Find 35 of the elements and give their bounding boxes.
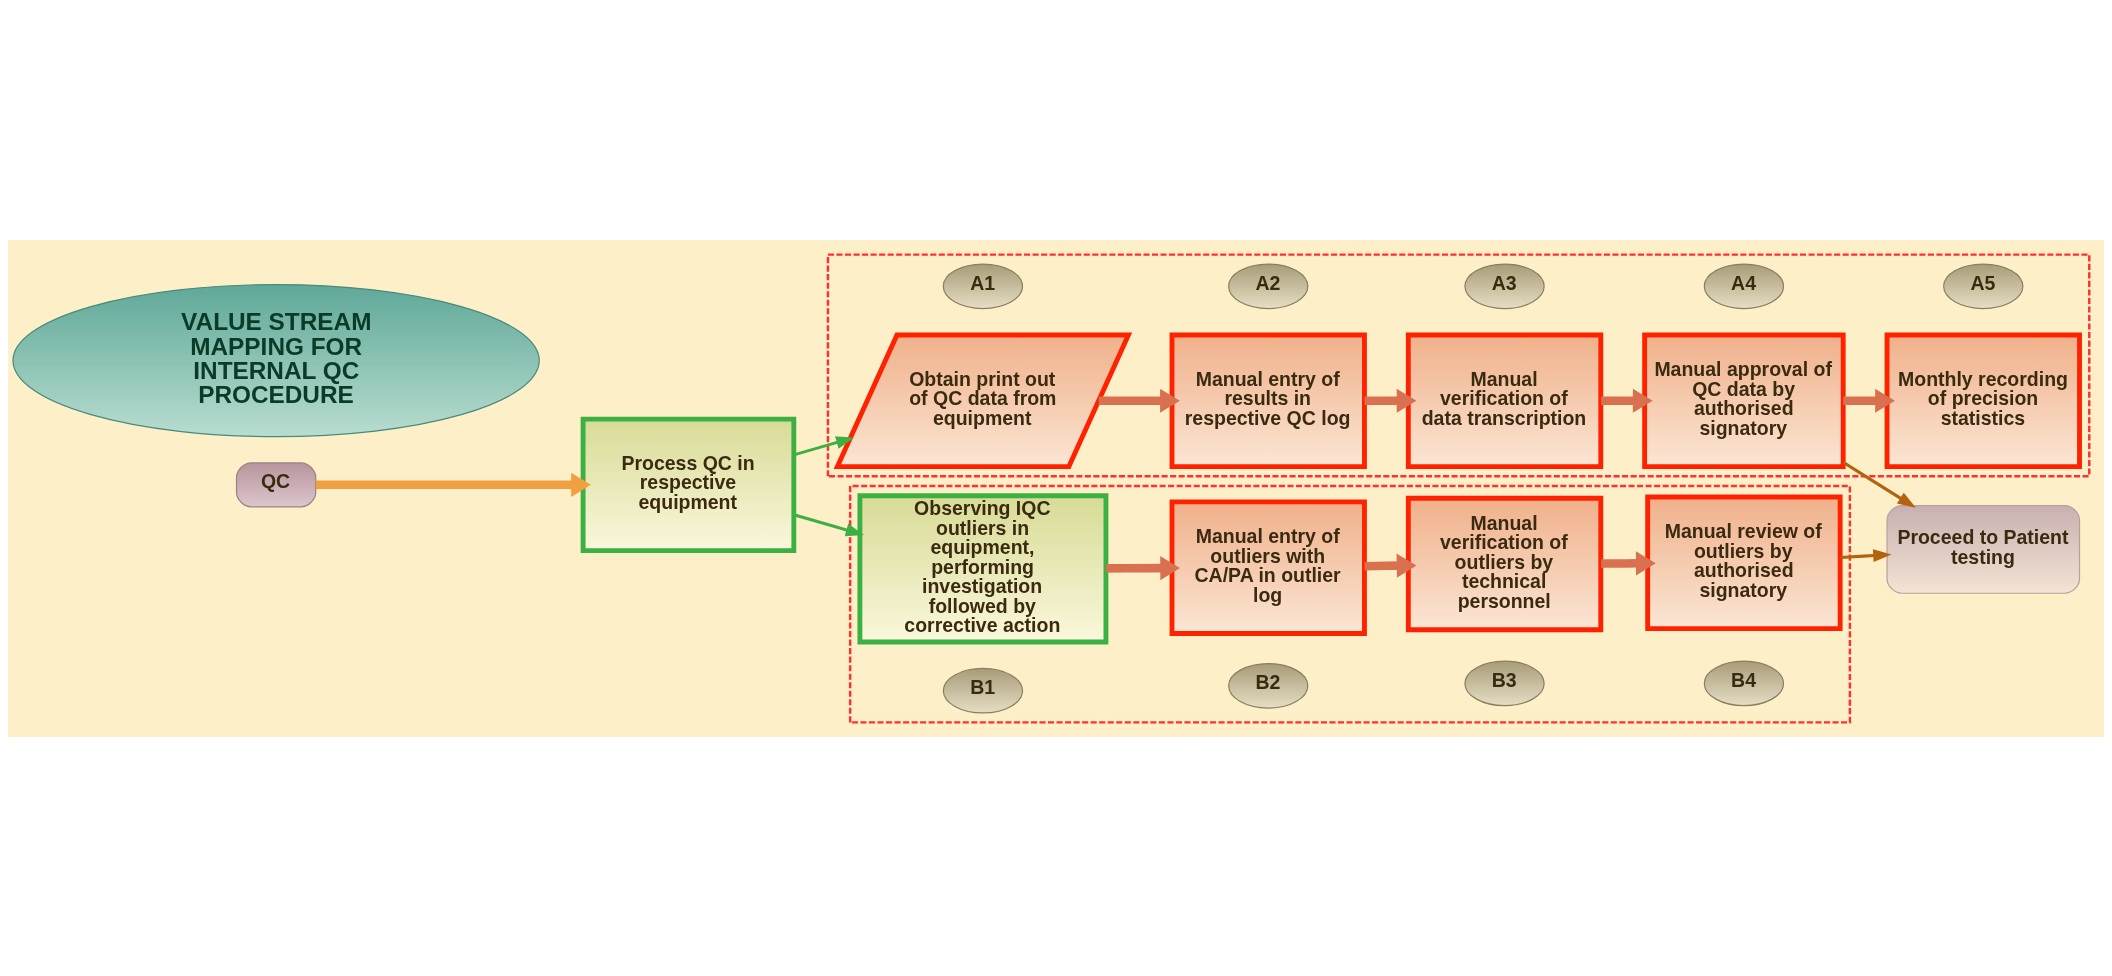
node-ellipse: A1 xyxy=(942,262,1024,309)
node-ellipse: B2 xyxy=(1228,662,1309,709)
node-ellipse: A5 xyxy=(1943,262,2024,309)
arrow xyxy=(315,472,591,497)
node-box: Manual review of outliers by authorised signatory xyxy=(1645,494,1843,631)
arrow xyxy=(1106,555,1180,580)
arrow xyxy=(1601,550,1656,575)
node-box: Manual verification of data transcription xyxy=(1405,332,1604,469)
arrow xyxy=(1601,388,1653,413)
node-ellipse: B1 xyxy=(942,667,1024,714)
node-box: Process QC in respective equipment xyxy=(580,416,797,553)
node-box: Observing IQC outliers in equipment, performing investigation followed by corrective action xyxy=(857,492,1109,644)
node-ellipse: B4 xyxy=(1703,660,1785,706)
arrow xyxy=(1364,553,1417,578)
arrow xyxy=(793,512,865,536)
node-box: QC xyxy=(235,461,317,507)
node-box: Manual approval of QC data by authorised signatory xyxy=(1642,332,1846,469)
arrow xyxy=(1843,388,1895,413)
cluster xyxy=(826,252,2091,478)
node-ellipse: B3 xyxy=(1464,660,1545,706)
arrow xyxy=(793,435,855,456)
arrow xyxy=(1098,388,1180,413)
arrow xyxy=(1840,548,1892,562)
arrow xyxy=(1364,388,1417,413)
node-ellipse: A3 xyxy=(1464,262,1545,309)
node-box: Manual verification of outliers by technical personnel xyxy=(1405,495,1604,632)
node-box: Manual entry of results in respective QC log xyxy=(1169,332,1367,469)
node-ellipse: A4 xyxy=(1703,262,1785,309)
node-box: Proceed to Patient testing xyxy=(1886,504,2081,594)
node-ellipse: VALUE STREAM MAPPING FOR INTERNAL QC PROCEDURE xyxy=(12,283,540,437)
cluster xyxy=(848,484,1852,724)
node-box: Manual entry of outliers with CA/PA in outlier log xyxy=(1169,498,1367,636)
node-box: Monthly recording of precision statistics xyxy=(1884,332,2082,469)
arrow xyxy=(1842,460,1916,508)
node-ellipse: A2 xyxy=(1228,262,1309,309)
